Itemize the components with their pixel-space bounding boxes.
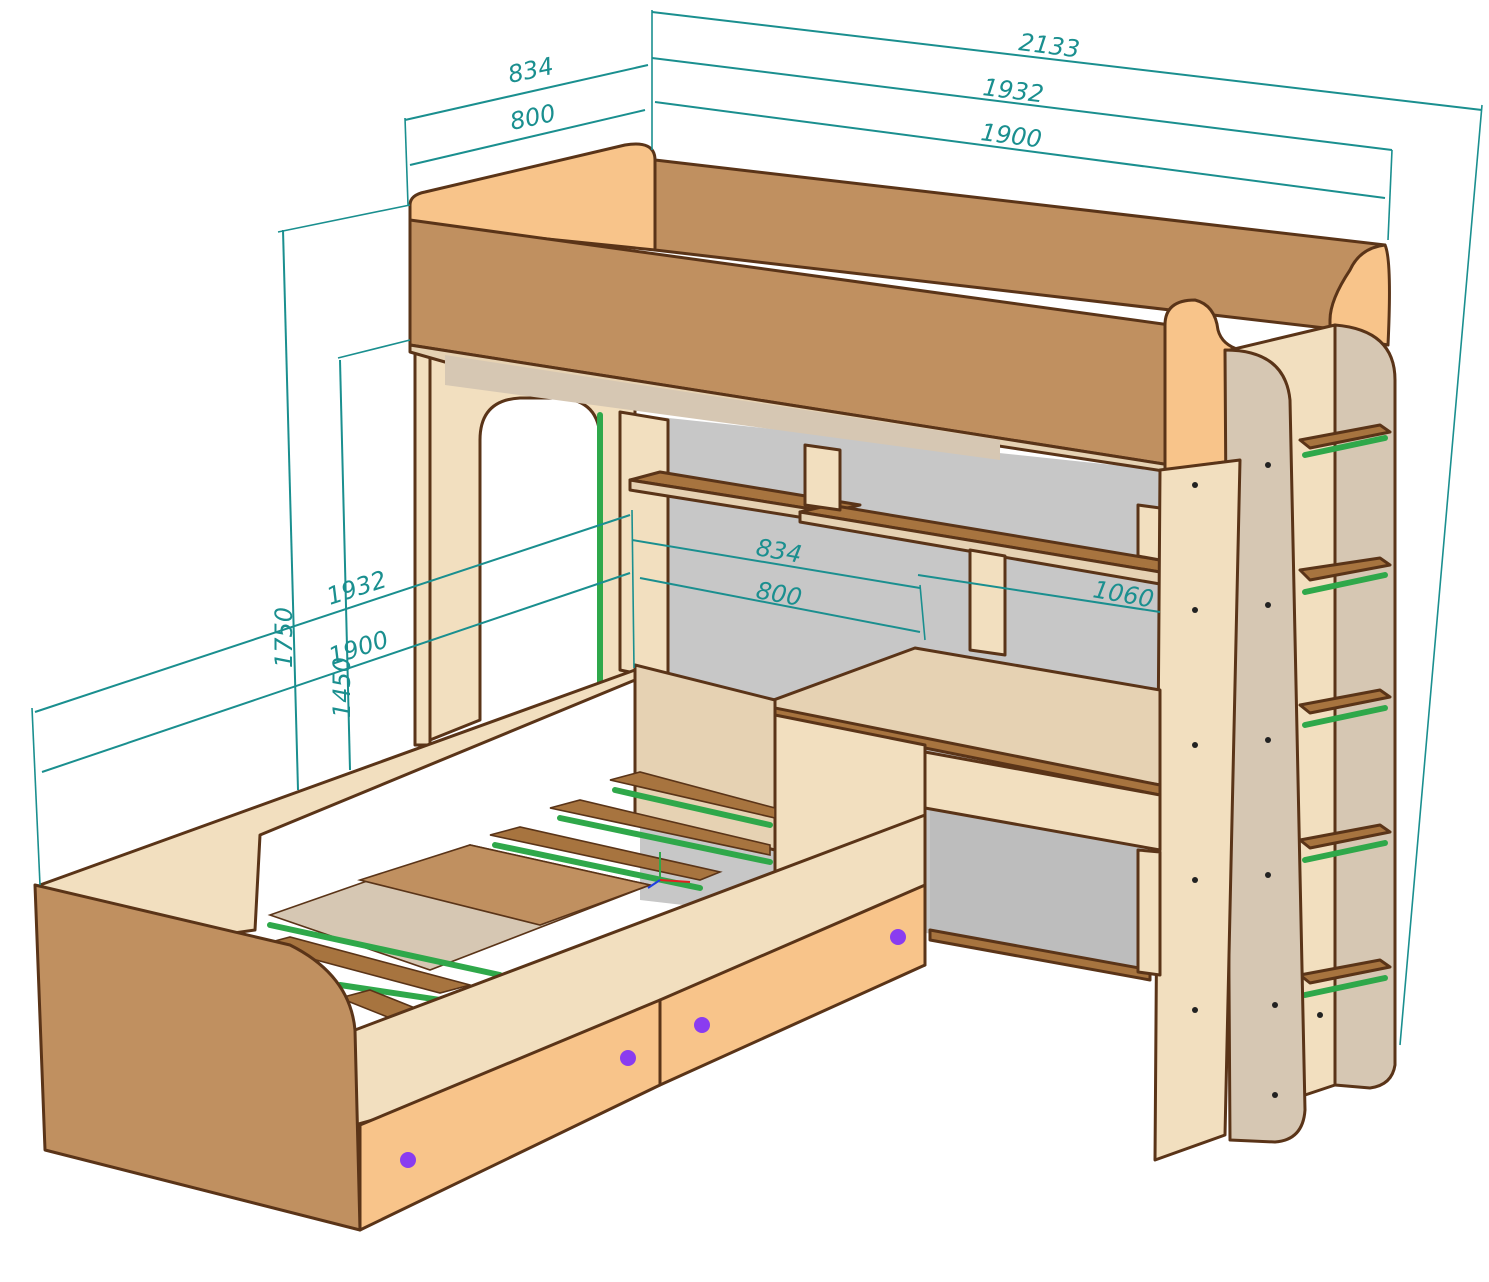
upper-right-post [1153,458,1242,1162]
dim-line-2133 [651,11,1483,111]
drawer-knobs [400,929,906,1168]
shelf-divider-2 [1136,503,1162,562]
drawer-right [658,883,927,1087]
ladder-rung-green [1302,975,1388,998]
ladder-rung-green [1302,705,1388,728]
slat [609,771,776,820]
ladder-rung-green [1302,572,1388,595]
upper-far-end-cap [1328,243,1391,347]
dimension-lines [31,10,1483,1046]
knob-icon [400,1152,416,1168]
desk-bottom-shelf [928,928,1152,982]
ladder-side-front [1223,348,1307,1144]
lower-board-panel-2 [357,844,653,926]
ladder-rung-green [1302,840,1388,863]
ladder-rung [1298,688,1392,715]
slat [256,936,474,994]
dim-line-1900-top [654,101,1386,199]
dim-label-1450: 1450 [328,657,356,718]
shelf-divider-1 [803,443,842,512]
ladder-rung-green [1302,435,1388,458]
dim-line-800-top [409,109,646,166]
screws [1192,462,1323,1098]
dim-line-1060 [917,574,1161,613]
upper-left-end-panel [413,343,432,747]
upper-head-end [408,142,657,252]
upper-underside [445,355,1000,460]
dim-label-1900-top: 1900 [979,118,1043,153]
ladder-rung [1298,556,1392,582]
slat-green [612,787,773,828]
knob-icon [620,1050,636,1066]
dim-line-800-desk [639,577,921,633]
lower-slats [256,771,776,1019]
dim-line-1750 [282,229,299,791]
dim-label-1750: 1750 [270,607,298,668]
ladder-rung [1298,423,1392,450]
dim-label-1932-lower: 1932 [323,565,390,611]
shelf-divider-3 [968,548,1007,657]
knob-icon [694,1017,710,1033]
dim-label-2133: 2133 [1017,28,1081,63]
lower-foot-end [33,883,362,1232]
slat-green [557,815,773,865]
dim-line-834-top [404,64,649,121]
knob-icon [890,929,906,945]
slat-green [267,922,503,978]
dim-line-1450 [339,359,351,771]
ladder-rung [1298,823,1392,850]
ladder-side-rear [1333,323,1397,1090]
dim-line-1932-lower [34,514,631,713]
dim-label-834-top: 834 [505,52,556,89]
dim-line-1932-top [651,57,1393,151]
ladder-rungs [1298,423,1392,998]
ladder-rung [1298,958,1392,985]
dim-line-834-desk [631,539,921,589]
dim-line-1900-lower [41,572,631,773]
axis-marker-icon [647,852,691,889]
slat [489,826,723,881]
dim-label-800-top: 800 [507,99,558,136]
desk-right-panel [1136,848,1162,977]
back-panel-desk-area [930,800,1150,975]
dim-label-1932-top: 1932 [981,73,1045,108]
center-post [618,410,670,682]
slat [549,799,771,856]
